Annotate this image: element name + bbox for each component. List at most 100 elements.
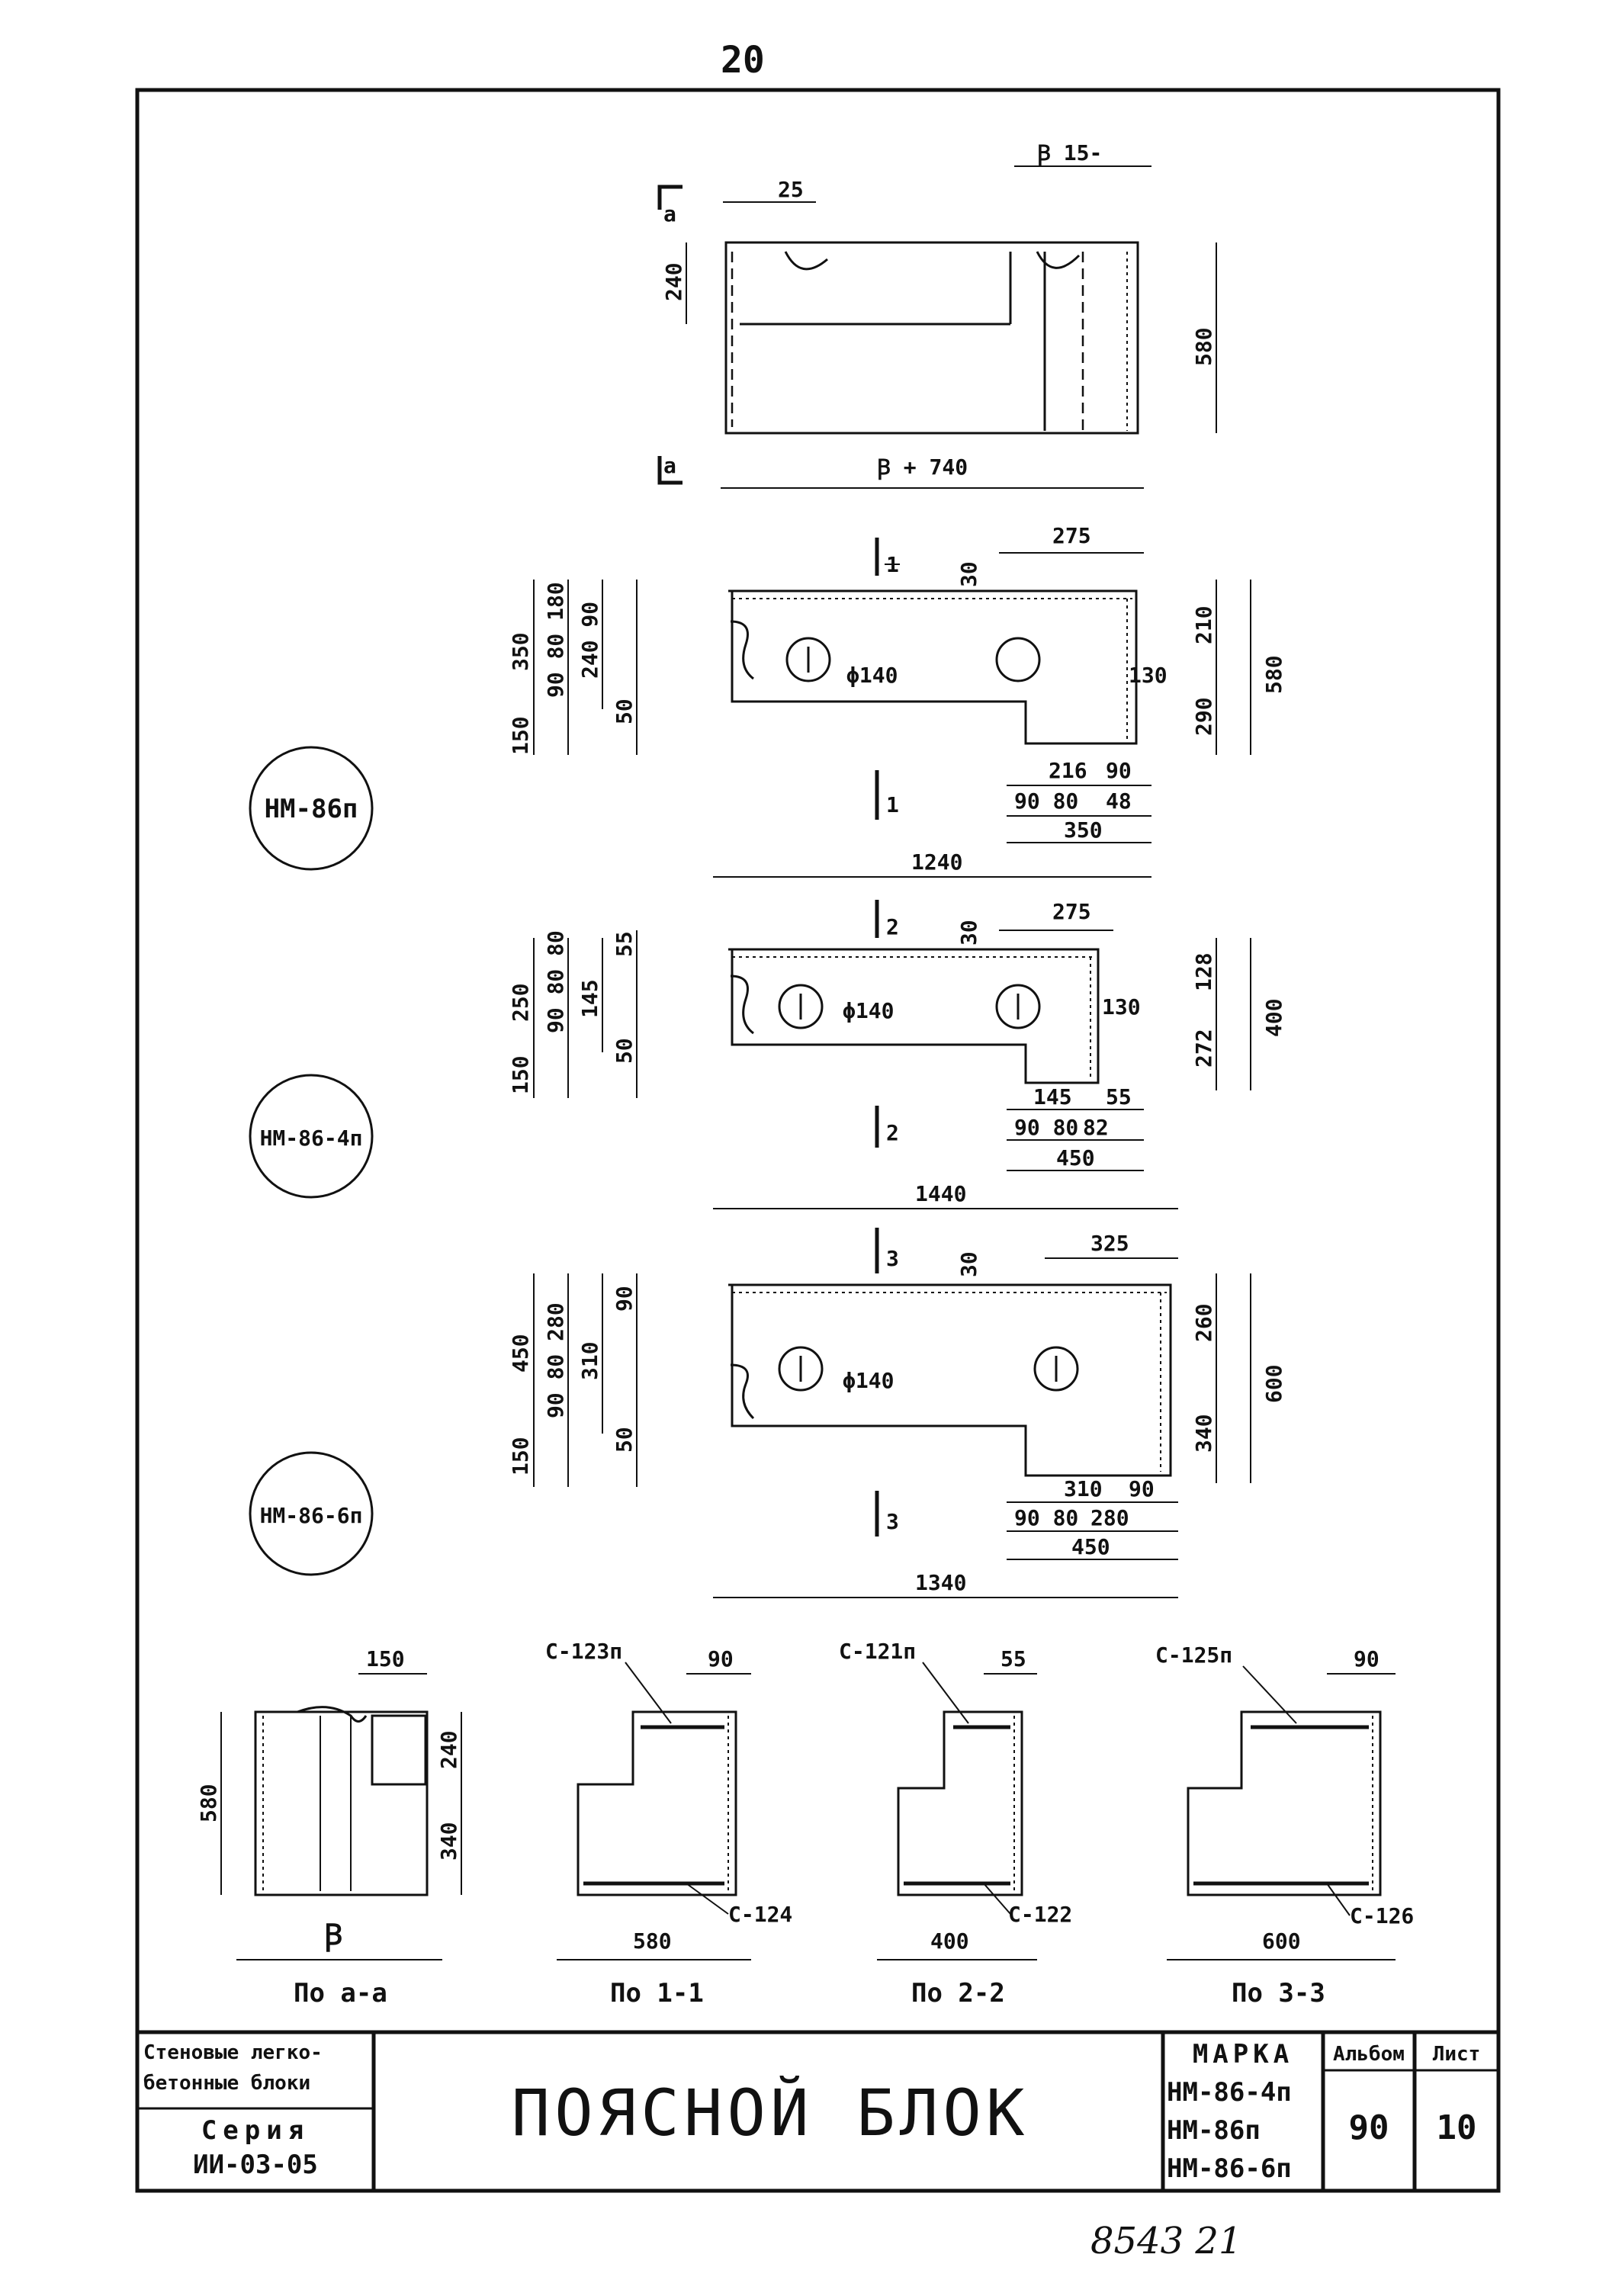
block1-section-bottom: 1 — [886, 792, 899, 817]
page-number: 20 — [721, 39, 765, 82]
block3-dim-bottom-a: 310 — [1064, 1476, 1103, 1501]
block3-label: НМ-86-6п — [260, 1503, 363, 1528]
section-a-a: 150 580 240 340 Ꞵ По а-а — [196, 1646, 462, 2009]
section22-dim-top: 55 — [1001, 1646, 1026, 1671]
block3-dim-total: 1340 — [915, 1570, 966, 1595]
block1-dim-top: 275 — [1052, 523, 1091, 548]
block3-dim-left-e: 50 — [612, 1427, 637, 1453]
block3-label-bubble: НМ-86-6п — [249, 1451, 374, 1576]
sheet-header: Лист — [1433, 2043, 1481, 2066]
block1-label-bubble: НМ-86п — [249, 746, 374, 871]
block3-dim-left-top: 90 — [612, 1286, 637, 1312]
plan-block-2: ϕ140 275 30 2 2 250 150 90 80 80 145 55 … — [508, 899, 1286, 1209]
album-header: Альбом — [1333, 2043, 1405, 2066]
section11-mesh-top: С-123п — [545, 1639, 622, 1664]
block2-dim-bottom-a: 145 — [1033, 1084, 1072, 1109]
block2-section-bottom: 2 — [886, 1120, 899, 1145]
block1-label: НМ-86п — [265, 794, 358, 824]
block2-dim-right-a: 272 — [1191, 1029, 1216, 1068]
section-3-3: С-125п 90 С-126 600 По 3-3 — [1155, 1643, 1414, 2009]
block3-section-bottom: 3 — [886, 1509, 899, 1534]
block1-dim-bottom-b: 90 — [1106, 758, 1132, 783]
section11-dim-bottom: 580 — [633, 1928, 672, 1954]
block2-dim-bottom-d: 82 — [1083, 1115, 1109, 1140]
block3-dim-bottom-e: 450 — [1071, 1534, 1110, 1559]
section22-mesh-bottom: С-122 — [1008, 1902, 1072, 1927]
title-series-value: ИИ-03-05 — [193, 2150, 318, 2180]
block2-dim-left-a: 250 — [508, 983, 533, 1022]
block1-dim-right-a: 290 — [1191, 697, 1216, 736]
elevation-dim-bottom: Ꞵ + 740 — [877, 454, 968, 480]
block1-section-top: 1 — [886, 552, 899, 577]
plan-block-1: ϕ140 275 30 1 1 350 150 90 80 180 240 90… — [508, 523, 1286, 878]
drawing-title: ПОЯСНОЙ БЛОК — [512, 2076, 1029, 2150]
mark-header: МАРКА — [1193, 2039, 1293, 2070]
section11-dim-top: 90 — [708, 1646, 734, 1671]
mark-1: НМ-86-4п — [1167, 2077, 1292, 2108]
block1-dim-left-b: 150 — [508, 716, 533, 755]
section-mark-a-bottom: a — [663, 453, 676, 478]
block1-dim-bottom-d: 48 — [1106, 788, 1132, 814]
elevation-dim-left: 240 — [661, 262, 686, 301]
block1-dim-total: 1240 — [911, 849, 962, 875]
handwritten-note: 8543 21 — [1090, 2220, 1242, 2262]
title-block: Стеновые легко- бетонные блоки Серия ИИ-… — [135, 2030, 1501, 2193]
section22-caption: По 2-2 — [911, 1978, 1005, 2009]
block2-section-top: 2 — [886, 914, 899, 939]
mark-3: НМ-86-6п — [1167, 2153, 1292, 2184]
section11-mesh-bottom: С-124 — [728, 1902, 792, 1927]
section-aa-caption: По а-а — [294, 1978, 387, 2009]
block1-dim-bottom-c: 90 80 — [1014, 788, 1078, 814]
block2-dim-right-inner: 130 — [1102, 994, 1141, 1020]
block2-dim-bottom-c: 90 80 — [1014, 1115, 1078, 1140]
block1-hole-label: ϕ140 — [846, 663, 898, 688]
block2-dim-left-e: 50 — [612, 1038, 637, 1064]
block3-dim-right-total: 600 — [1261, 1364, 1286, 1403]
block2-hole-label: ϕ140 — [843, 998, 894, 1023]
mark-2: НМ-86п — [1167, 2115, 1261, 2146]
elevation-dim-right: 580 — [1191, 327, 1216, 366]
block2-dim-left-b: 150 — [508, 1055, 533, 1094]
block1-dim-left-a: 350 — [508, 632, 533, 671]
block1-dim-left-c: 90 80 180 — [543, 582, 568, 698]
plan-block-3: ϕ140 325 30 3 3 450 150 90 80 280 310 90… — [508, 1228, 1286, 1598]
block3-hole-label: ϕ140 — [843, 1368, 894, 1393]
section-aa-dim-bottom: Ꞵ — [324, 1918, 342, 1952]
block2-dim-right-b: 128 — [1191, 952, 1216, 991]
section33-caption: По 3-3 — [1232, 1978, 1325, 2009]
section33-dim-top: 90 — [1354, 1646, 1380, 1671]
block2-dim-left-c: 90 80 80 — [543, 930, 568, 1033]
block2-dim-total: 1440 — [915, 1181, 966, 1206]
title-category-line1: Стеновые легко- — [143, 2041, 323, 2064]
block2-label: НМ-86-4п — [260, 1126, 363, 1151]
block3-dim-right-a: 340 — [1191, 1414, 1216, 1453]
block3-dim-left-d: 310 — [577, 1341, 602, 1380]
block2-dim-bottom-b: 55 — [1106, 1084, 1132, 1109]
block1-dim-bottom-a: 216 — [1049, 758, 1087, 783]
section-1-1: С-123п 90 С-124 580 По 1-1 — [545, 1639, 792, 2009]
block3-dim-thickness: 30 — [956, 1251, 981, 1277]
section33-mesh-top: С-125п — [1155, 1643, 1232, 1668]
title-category-line2: бетонные блоки — [143, 2072, 310, 2095]
title-series-label: Серия — [201, 2115, 310, 2146]
section33-mesh-bottom: С-126 — [1350, 1903, 1414, 1928]
block2-dim-top: 275 — [1052, 899, 1091, 924]
block1-dim-bottom-e: 350 — [1064, 817, 1103, 843]
block3-dim-right-b: 260 — [1191, 1303, 1216, 1342]
block2-dim-thickness: 30 — [956, 920, 981, 946]
block2-dim-left-top: 55 — [612, 931, 637, 957]
section22-mesh-top: С-121п — [839, 1639, 916, 1664]
block1-dim-left-e: 50 — [612, 698, 637, 724]
block2-label-bubble: НМ-86-4п — [249, 1074, 374, 1199]
block3-dim-left-b: 150 — [508, 1437, 533, 1476]
block3-dim-bottom-d: 280 — [1090, 1505, 1129, 1530]
section-aa-dim-left: 580 — [196, 1784, 221, 1822]
elevation-dim-right-top: Ꞵ 15- — [1037, 140, 1102, 166]
sheet-value: 10 — [1437, 2108, 1477, 2147]
elevation-dim-top: 25 — [778, 177, 804, 202]
section-mark-a-top: a — [663, 201, 676, 226]
block3-dim-left-c: 90 80 280 — [543, 1302, 568, 1418]
block3-dim-bottom-c: 90 80 — [1014, 1505, 1078, 1530]
section22-dim-bottom: 400 — [930, 1928, 969, 1954]
